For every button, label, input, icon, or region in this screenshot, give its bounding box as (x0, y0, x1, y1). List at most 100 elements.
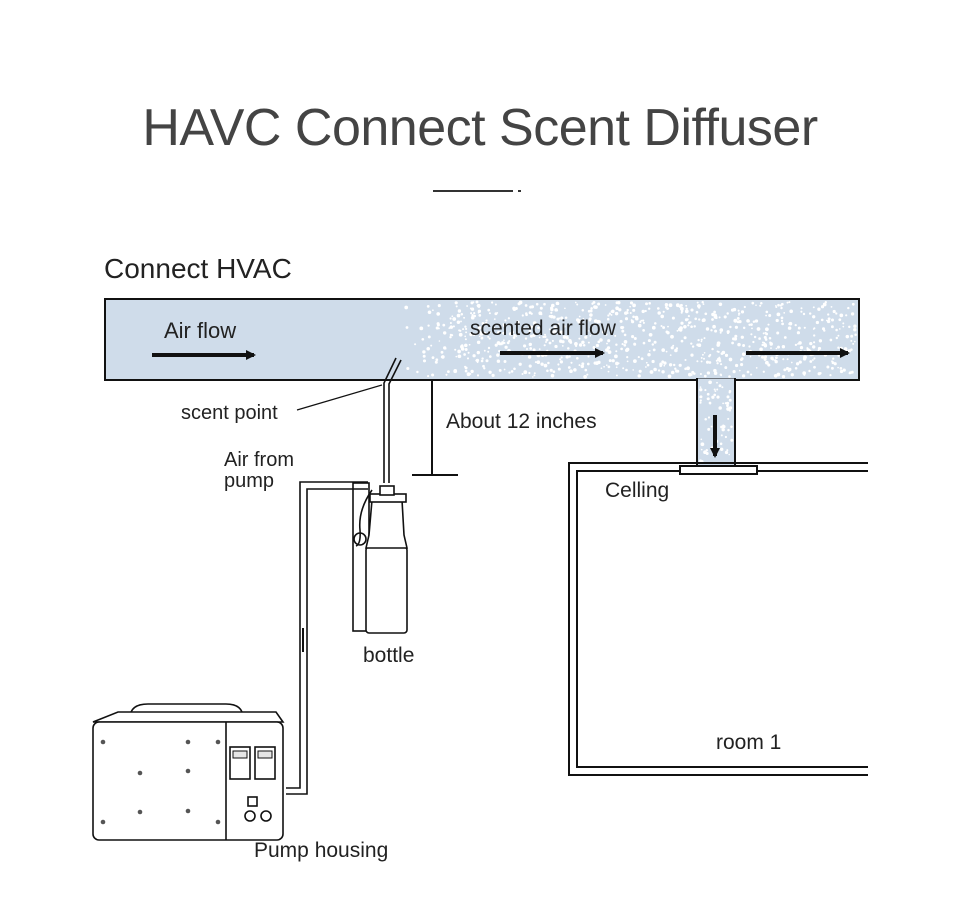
scent-particle (565, 336, 569, 340)
scent-particle (665, 350, 668, 353)
scent-particle (774, 304, 777, 307)
scent-particle (611, 359, 615, 363)
scent-particle (487, 335, 490, 338)
scent-particle (684, 358, 687, 362)
scent-particle (649, 370, 654, 374)
scent-particle (708, 401, 712, 405)
scent-particle (610, 310, 613, 313)
scent-particle (775, 347, 778, 350)
scent-particle (781, 374, 786, 379)
scent-particle (592, 346, 596, 349)
scent-particle (699, 386, 702, 388)
scent-particle (507, 317, 511, 320)
scent-particle (839, 313, 844, 318)
scent-particle (788, 322, 791, 326)
scent-particle (476, 304, 479, 307)
scent-particle (565, 355, 569, 359)
scent-particle (710, 425, 713, 428)
scent-particle (685, 307, 688, 311)
scent-particle (553, 326, 557, 329)
scent-particle (732, 307, 737, 312)
scent-particle (809, 312, 812, 315)
scent-particle (690, 308, 694, 312)
scent-particle (707, 427, 711, 431)
scent-particle (659, 362, 663, 367)
scent-particle (732, 370, 736, 374)
scent-particle (765, 310, 769, 314)
scent-particle (761, 355, 764, 359)
scent-particle (419, 326, 424, 331)
scent-particle (674, 367, 677, 370)
air-flow-label: Air flow (164, 318, 236, 343)
pump-housing-screws (100, 739, 221, 825)
scent-particle (788, 301, 791, 304)
scent-particle (794, 367, 798, 370)
scent-particle (700, 338, 703, 341)
scent-particle (640, 357, 644, 361)
scent-particle (584, 368, 588, 372)
scent-particle (503, 360, 507, 363)
scent-particle (716, 362, 719, 365)
scent-particle (663, 364, 666, 367)
scent-particle (755, 367, 758, 369)
scent-particle (842, 368, 846, 372)
scent-particle (690, 325, 693, 329)
scent-particle (713, 310, 716, 314)
scent-particle (699, 372, 702, 376)
scent-particle (764, 355, 768, 359)
scent-particle (527, 355, 532, 359)
scent-particle (551, 339, 554, 342)
scent-particle (464, 343, 468, 348)
scent-particle (817, 346, 822, 350)
scent-particle (489, 355, 492, 358)
scent-particle (672, 363, 676, 367)
scent-particle (458, 329, 461, 332)
scent-particle (645, 366, 647, 368)
scent-particle (830, 366, 834, 370)
scent-particle (794, 343, 798, 347)
scent-particle (632, 308, 636, 312)
scent-particle (837, 334, 840, 337)
scent-particle (567, 347, 570, 350)
scent-particle (711, 395, 715, 399)
scent-particle (665, 306, 668, 309)
scent-particle (690, 373, 693, 376)
scent-particle (503, 339, 505, 342)
scent-particle (708, 361, 712, 364)
scent-particle (464, 348, 468, 351)
scent-particle (737, 342, 741, 347)
scent-particle (445, 373, 448, 376)
scent-particle (623, 340, 628, 344)
scent-particle (470, 301, 474, 305)
scent-particle (713, 393, 717, 397)
scent-particle (536, 360, 541, 365)
scent-particle (733, 318, 738, 323)
scent-particle (718, 356, 721, 359)
scent-particle (704, 312, 708, 316)
scent-particle (769, 341, 772, 344)
scent-particle (539, 306, 543, 310)
scent-particle (504, 345, 508, 349)
scent-particle (780, 316, 784, 320)
scent-particle (533, 372, 536, 375)
scent-particle (679, 303, 683, 307)
scent-particle (545, 338, 549, 342)
title-underline (433, 190, 513, 192)
scent-particle (728, 409, 732, 412)
scent-particle (813, 365, 816, 369)
scent-particle (719, 373, 722, 376)
scent-particle (633, 342, 637, 346)
scent-particle (430, 344, 433, 347)
scent-particle (712, 324, 716, 329)
scent-particle (601, 330, 606, 334)
scent-particle (614, 311, 619, 316)
scent-particle (470, 369, 474, 374)
scent-particle (586, 362, 590, 366)
scent-particle (589, 313, 593, 317)
scent-particle (706, 371, 711, 375)
scent-particle (794, 323, 797, 327)
scent-particle (550, 311, 553, 314)
scent-particle (775, 356, 778, 360)
scent-particle (829, 338, 833, 342)
scent-particle (465, 331, 468, 334)
